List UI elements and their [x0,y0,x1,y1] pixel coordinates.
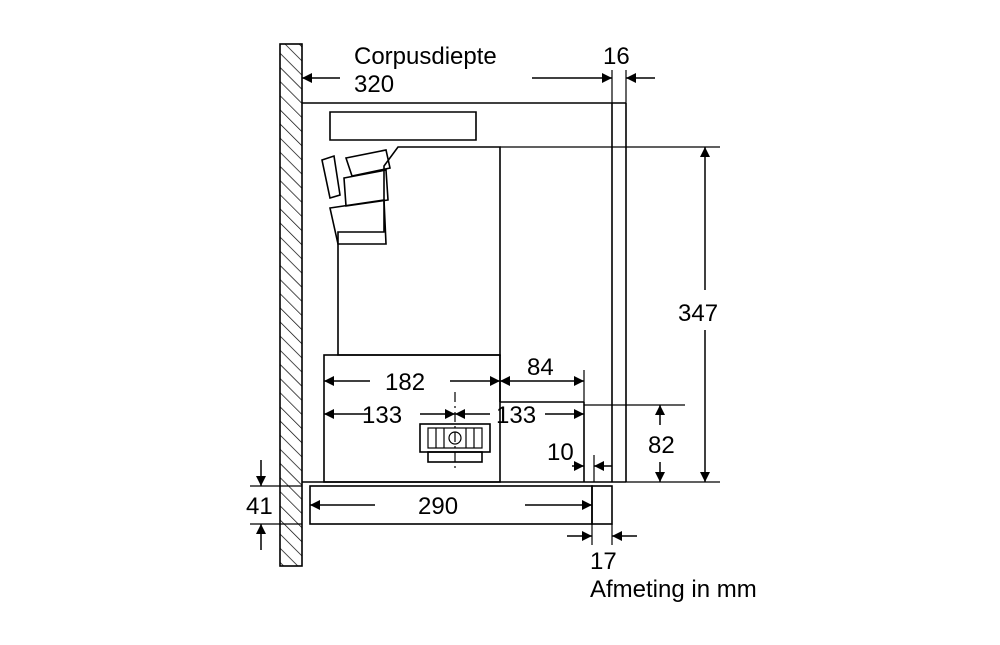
label-133-left: 133 [362,402,402,429]
dim-82 [584,404,685,482]
label-41: 41 [246,493,273,520]
label-182: 182 [385,369,425,396]
label-82: 82 [648,432,675,459]
dim-182-84 [324,370,585,402]
label-depth: 320 [354,71,394,98]
label-84: 84 [527,354,554,381]
label-corpusdiepte: Corpusdiepte [354,43,497,70]
label-133-right: 133 [496,402,536,429]
label-10: 10 [547,439,574,466]
dim-320 [302,70,655,103]
cabinet-outline [302,102,627,483]
wall [279,43,303,567]
dim-41 [250,460,302,550]
dim-17 [567,524,637,545]
dim-10 [572,455,612,482]
label-top-right: 16 [603,43,630,70]
unit-note: Afmeting in mm [590,576,757,603]
label-height: 347 [678,300,718,327]
label-17: 17 [590,548,617,575]
label-290: 290 [418,493,458,520]
dim-347 [612,146,720,483]
